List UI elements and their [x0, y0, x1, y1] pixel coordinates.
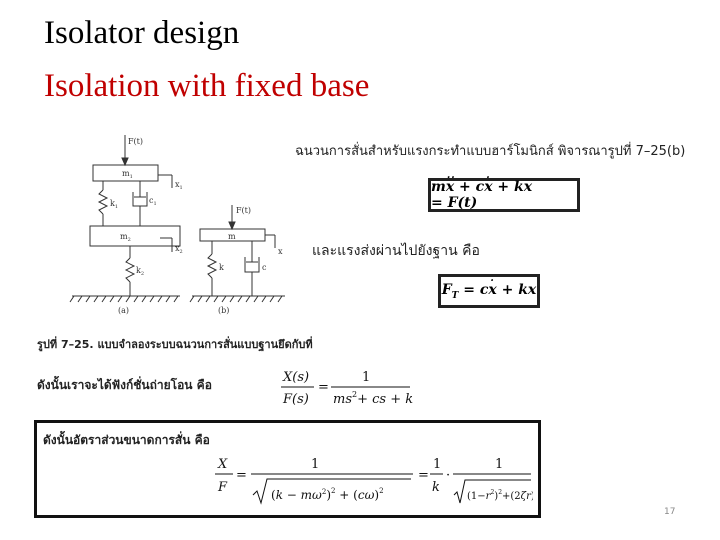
spring-k2: [124, 257, 136, 283]
svg-text:=: =: [236, 468, 247, 483]
svg-text:1: 1: [433, 457, 441, 472]
svg-text:·: ·: [446, 468, 450, 483]
transfer-function-text: ดังนั้นเราจะได้ฟังก์ชั่นถ่ายโอน คือ: [37, 378, 212, 392]
model-a-label: (a): [118, 306, 129, 315]
equation-of-motion: mx.. + cx. + kx = F(t): [431, 170, 533, 211]
svg-text:F: F: [217, 480, 228, 495]
k2-label: k2: [136, 266, 144, 277]
spring-k1: [97, 189, 109, 215]
equation-of-motion-box: mx.. + cx. + kx = F(t): [428, 170, 580, 212]
k1-label: k1: [110, 199, 118, 210]
svg-text:F(s): F(s): [282, 392, 309, 407]
amplitude-ratio-equation: X F = 1 (k − mω2)2 + (cω)2 = 1 k · 1 (1−…: [215, 457, 533, 505]
figure-caption: รูปที่ 7–25. แบบจำลองระบบฉนวนการสั่นแบบฐ…: [37, 338, 313, 351]
slide-title: Isolator design: [44, 15, 240, 51]
svg-text:X: X: [217, 457, 228, 472]
svg-text:1: 1: [495, 457, 503, 472]
transmitted-force-text: และแรงส่งผ่านไปยังฐาน คือ: [312, 243, 480, 259]
svg-text:(k − mω2)2 + (cω)2: (k − mω2)2 + (cω)2: [271, 487, 384, 502]
force-arrowhead-b: [228, 221, 236, 231]
k-b-label: k: [219, 263, 224, 272]
svg-text:ms2+ cs + k: ms2+ cs + k: [333, 390, 413, 407]
mass-2: [89, 225, 181, 247]
transmitted-force-box: FT = cx. + kx: [438, 272, 540, 308]
x2-label: x2: [175, 244, 183, 255]
spring-k-b: [206, 253, 218, 279]
harmonic-intro-text: ฉนวนการสั่นสำหรับแรงกระทำแบบฮาร์โมนิกส์ …: [295, 144, 686, 159]
model-b-label: (b): [218, 306, 229, 315]
transfer-function-equation: X(s) F(s) = 1 ms2+ cs + k: [281, 370, 413, 407]
mass-b-label: m: [228, 232, 236, 241]
svg-text:=: =: [418, 468, 429, 483]
svg-text:(1−r2)2+(2ζr)2: (1−r2)2+(2ζr)2: [467, 489, 533, 502]
slide-subtitle: Isolation with fixed base: [44, 68, 370, 104]
amplitude-ratio-box: ดังนั้นอัตราส่วนขนาดการสั่น คือ X F = 1 …: [34, 420, 541, 518]
x-b-label: x: [278, 247, 283, 256]
force-arrowhead-a: [121, 157, 129, 167]
x1-label: x1: [175, 180, 183, 191]
svg-text:X(s): X(s): [282, 370, 309, 385]
force-label-b: F(t): [236, 206, 251, 215]
c1-label: c1: [149, 196, 157, 207]
svg-text:1: 1: [362, 370, 370, 385]
force-label-a: F(t): [128, 137, 143, 146]
svg-text:k: k: [432, 480, 440, 495]
mass2-label: m2: [120, 232, 131, 243]
page-number: 17: [664, 507, 676, 517]
isolation-model-diagram: F(t) m1 x1 k1 c1 m2 x2 k2 (a) F(t) m x k…: [69, 135, 285, 315]
transmitted-force-equation: FT = cx. + kx: [441, 272, 537, 301]
c-b-label: c: [262, 263, 267, 272]
svg-text:=: =: [318, 380, 329, 395]
mass-1: [92, 164, 159, 182]
amplitude-ratio-text: ดังนั้นอัตราส่วนขนาดการสั่น คือ: [43, 433, 210, 447]
svg-text:1: 1: [311, 457, 319, 472]
mass1-label: m1: [122, 169, 133, 180]
